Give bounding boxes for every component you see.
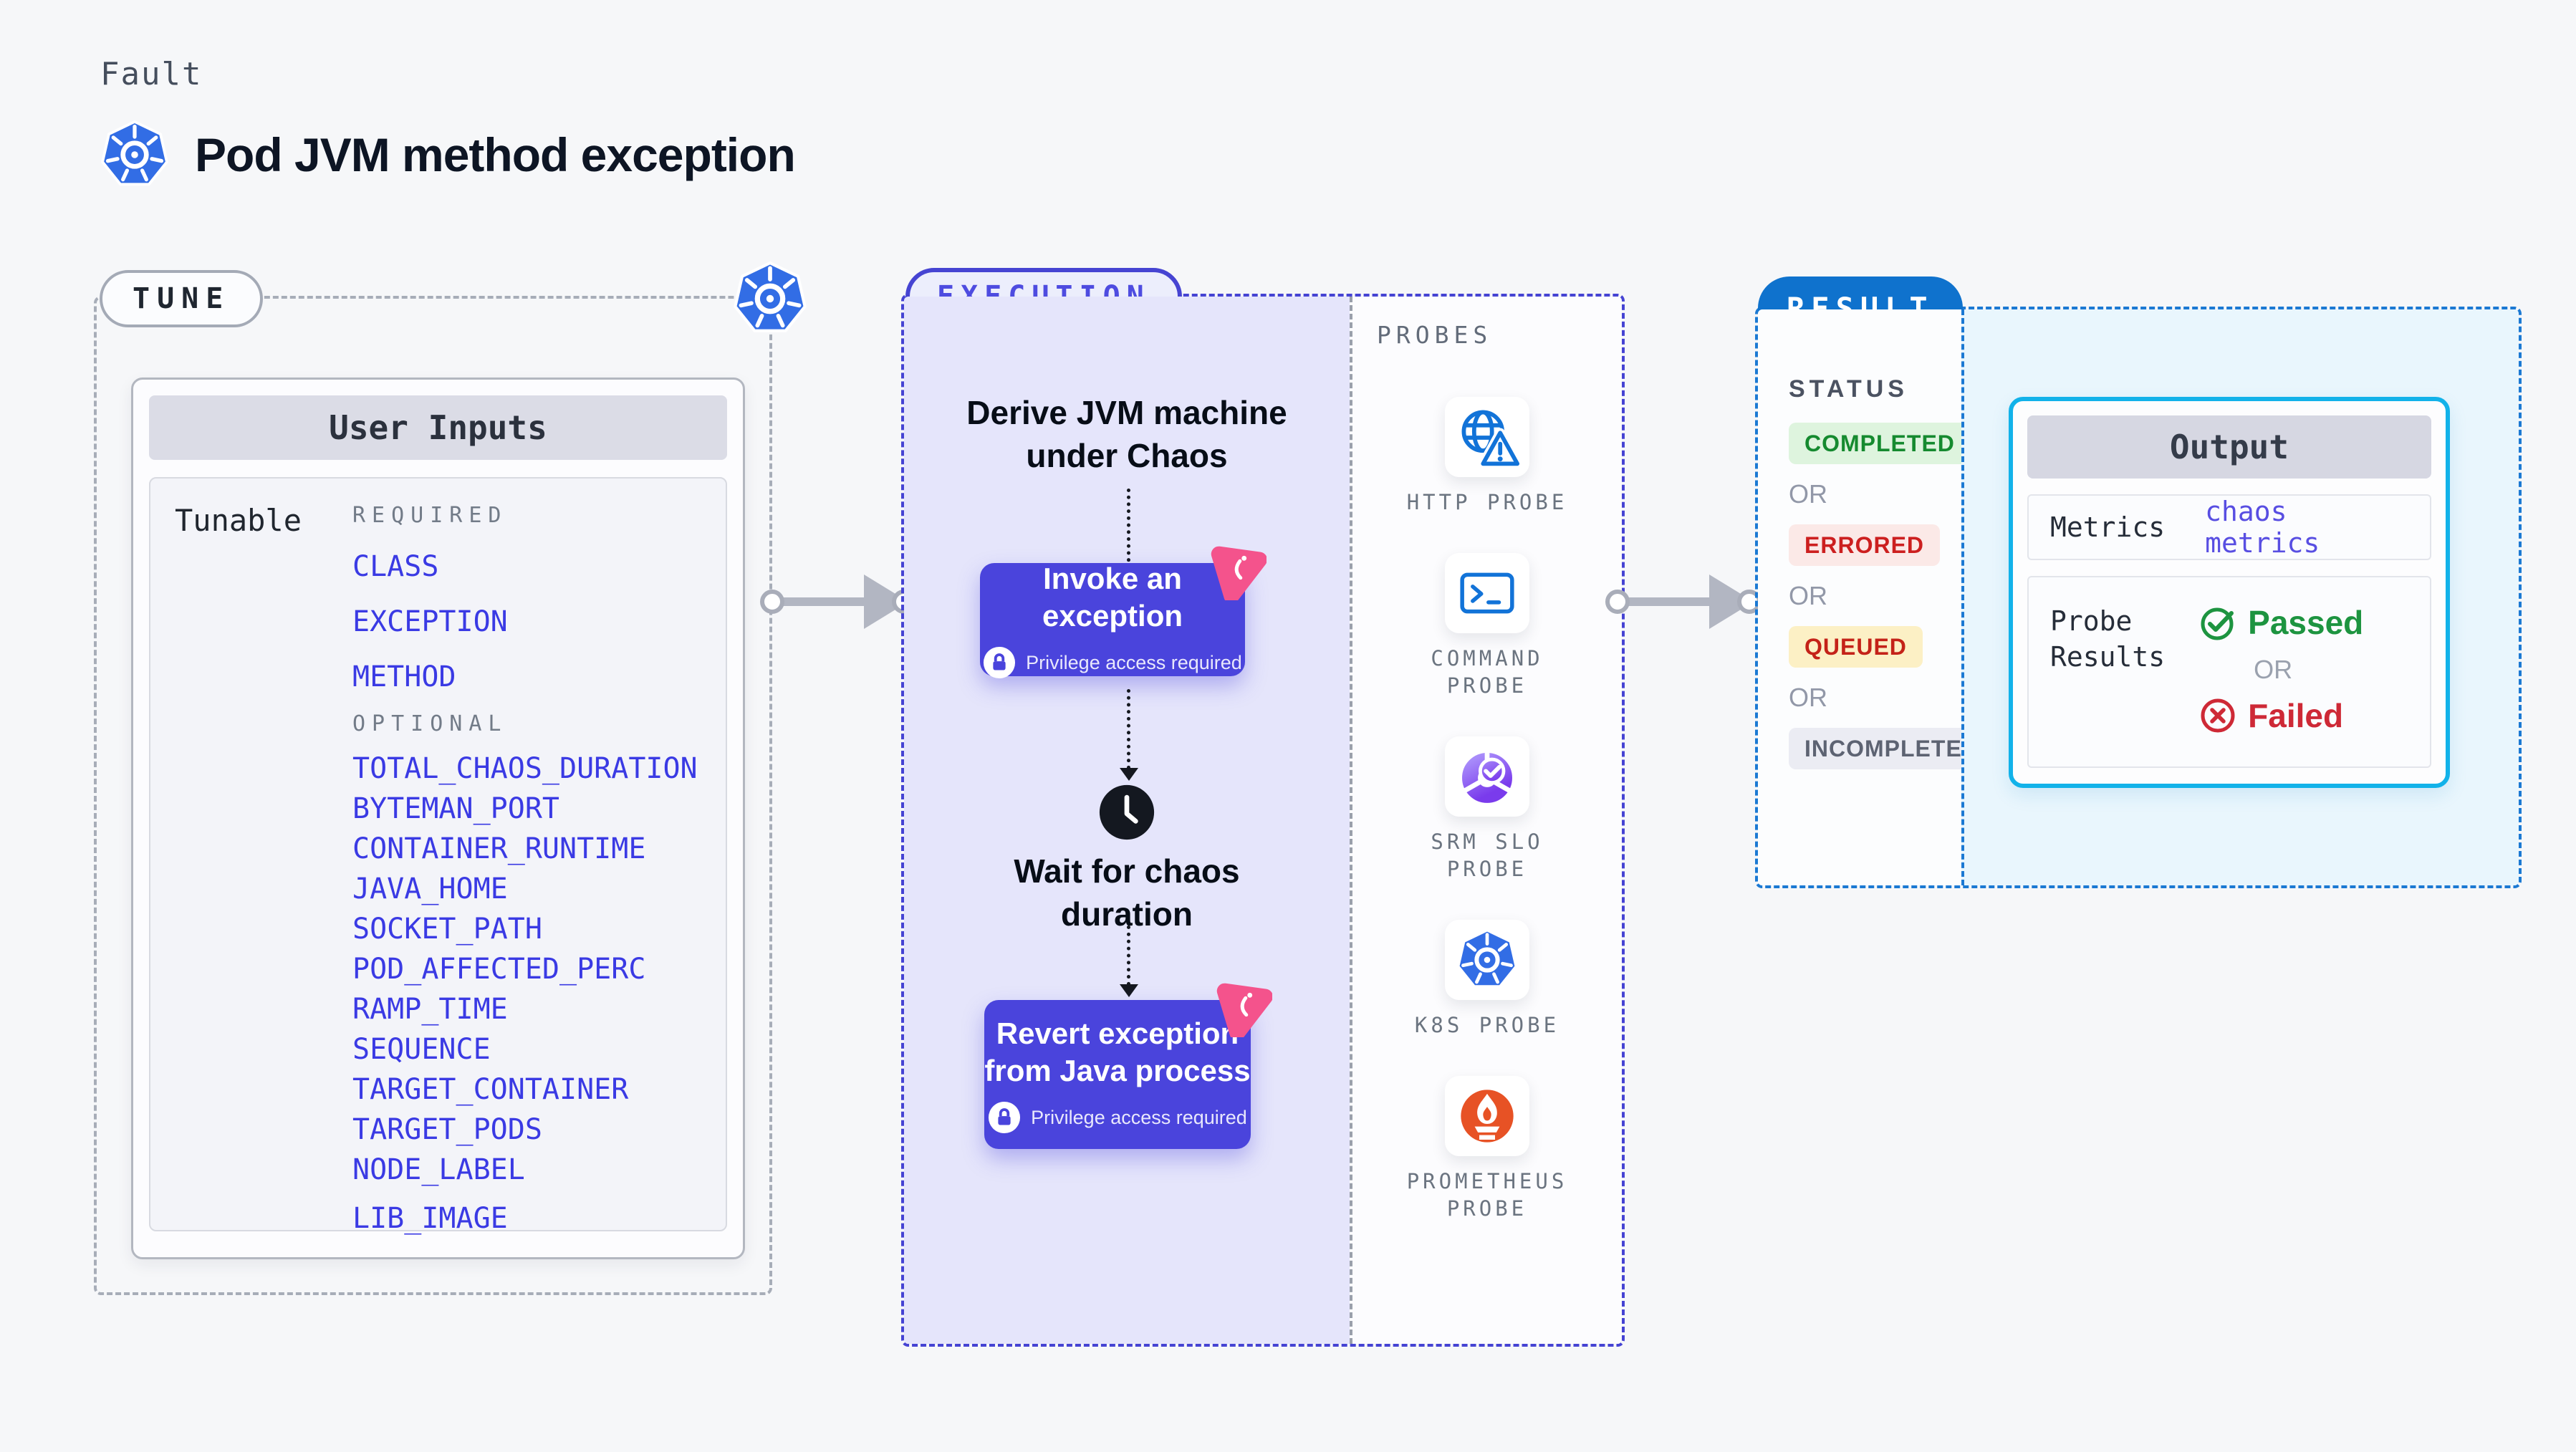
probes-heading: PROBES: [1377, 321, 1493, 349]
terminal-icon: [1460, 572, 1514, 614]
probe-results-label: Probe Results: [2050, 605, 2166, 673]
param-socket-path[interactable]: SOCKET_PATH: [352, 913, 542, 946]
param-lib-image[interactable]: LIB_IMAGE: [352, 1202, 508, 1235]
result-section: RESULT STATUS COMPLETED OR ERRORED OR QU…: [1755, 277, 2522, 888]
slo-donut-check-icon: [1461, 750, 1513, 803]
result-output-area: Output Metrics chaos metrics Probe Resul…: [1961, 309, 2519, 885]
param-exception[interactable]: EXCEPTION: [352, 605, 508, 638]
or-label: OR: [1789, 683, 1827, 712]
x-circle-icon: [2201, 698, 2235, 733]
required-group-label: REQUIRED: [352, 503, 508, 528]
page-header: Pod JVM method exception: [100, 120, 796, 189]
or-label: OR: [1789, 581, 1827, 610]
privilege-note: Privilege access required: [983, 646, 1242, 679]
param-total-chaos-duration[interactable]: TOTAL_CHAOS_DURATION: [352, 752, 698, 785]
chaos-fault-icon: [1209, 974, 1272, 1037]
probe-results-row: Probe Results Passed OR: [2027, 576, 2431, 768]
tunable-row-label: Tunable: [175, 503, 302, 538]
tune-pill: TUNE: [100, 270, 264, 327]
fault-kicker: Fault: [100, 56, 203, 92]
command-probe-card[interactable]: [1445, 553, 1529, 633]
param-node-label[interactable]: NODE_LABEL: [352, 1153, 525, 1186]
optional-group-label: OPTIONAL: [352, 711, 508, 736]
lock-icon: [988, 1101, 1022, 1134]
param-target-container[interactable]: TARGET_CONTAINER: [352, 1073, 629, 1106]
param-ramp-time[interactable]: RAMP_TIME: [352, 993, 508, 1026]
tune-to-execution-arrow: [752, 566, 924, 638]
metrics-row: Metrics chaos metrics: [2027, 494, 2431, 560]
status-list: COMPLETED OR ERRORED OR QUEUED OR INCOMP…: [1789, 423, 1995, 769]
probes-column: PROBES: [1350, 297, 1622, 1344]
execution-to-result-arrow: [1597, 566, 1769, 638]
or-label: OR: [1789, 479, 1827, 509]
derive-step-text: Derive JVM machine under Chaos: [966, 394, 1287, 474]
invoke-node-title: Invoke an exception: [1042, 562, 1183, 633]
user-inputs-card: User Inputs Tunable REQUIRED CLASS EXCEP…: [131, 378, 745, 1259]
status-badge-queued: QUEUED: [1789, 626, 1923, 668]
execution-flow-area: Derive JVM machine under Chaos Invoke an…: [904, 297, 1350, 1344]
failed-label: Failed: [2248, 697, 2344, 734]
param-java-home[interactable]: JAVA_HOME: [352, 872, 508, 905]
execution-section: EXECUTION Derive JVM machine under Chaos…: [901, 268, 1625, 1347]
chaos-metrics-link[interactable]: chaos metrics: [2205, 496, 2320, 559]
probe-label: K8S PROBE: [1414, 1013, 1560, 1037]
tunable-params-list: REQUIRED CLASS EXCEPTION METHOD OPTIONAL…: [352, 494, 698, 1236]
probe-item-k8s: K8S PROBE: [1415, 920, 1559, 1039]
output-header: Output: [2027, 415, 2431, 479]
passed-row: Passed: [2199, 603, 2363, 642]
srm-slo-probe-card[interactable]: [1445, 736, 1529, 817]
http-probe-card[interactable]: [1444, 397, 1529, 477]
privilege-note: Privilege access required: [988, 1101, 1247, 1134]
page-title: Pod JVM method exception: [195, 128, 796, 181]
lock-icon: [983, 646, 1017, 679]
status-heading: STATUS: [1789, 375, 1908, 403]
metrics-label: Metrics: [2050, 511, 2166, 543]
invoke-exception-node: Invoke an exception Privilege access req…: [980, 562, 1245, 679]
kubernetes-icon: [733, 261, 807, 336]
probe-label: HTTP PROBE: [1406, 490, 1568, 514]
param-byteman-port[interactable]: BYTEMAN_PORT: [352, 792, 559, 825]
probe-results-values: Passed OR Failed: [2199, 603, 2363, 766]
status-badge-completed: COMPLETED: [1789, 423, 1971, 464]
status-badge-incompleted: INCOMPLETED: [1789, 728, 1995, 769]
param-target-pods[interactable]: TARGET_PODS: [352, 1113, 542, 1146]
or-label: OR: [2254, 655, 2293, 684]
param-pod-affected-perc[interactable]: POD_AFFECTED_PERC: [352, 953, 646, 986]
flow-arrow-down-2: [1118, 689, 1139, 781]
globe-warning-icon: [1461, 410, 1520, 469]
check-circle-icon: [2201, 607, 2234, 640]
param-method[interactable]: METHOD: [352, 660, 456, 693]
failed-row: Failed: [2199, 696, 2363, 735]
probe-item-http: HTTP PROBE: [1407, 397, 1568, 516]
probes-list: HTTP PROBE COMMAND: [1352, 397, 1622, 1259]
revert-exception-node: Revert exception from Java process Privi…: [984, 1000, 1251, 1149]
status-badge-errored: ERRORED: [1789, 524, 1941, 566]
k8s-probe-card[interactable]: [1444, 920, 1529, 1000]
prometheus-flame-icon: [1461, 1090, 1514, 1143]
output-card: Output Metrics chaos metrics Probe Resul…: [2009, 397, 2450, 788]
kubernetes-logo: [100, 120, 169, 189]
tune-section: TUNE User Inputs Tunable REQUIRED CLASS …: [94, 296, 772, 1295]
prometheus-probe-card[interactable]: [1444, 1076, 1529, 1156]
revert-node-title: Revert exception from Java process: [984, 1016, 1251, 1087]
user-inputs-header: User Inputs: [149, 395, 727, 460]
param-container-runtime[interactable]: CONTAINER_RUNTIME: [352, 832, 646, 865]
status-column: STATUS COMPLETED OR ERRORED OR QUEUED OR…: [1758, 309, 1995, 885]
clock-icon: [1099, 784, 1155, 840]
param-sequence[interactable]: SEQUENCE: [352, 1033, 491, 1066]
passed-label: Passed: [2248, 604, 2364, 641]
chaos-fault-icon: [1203, 537, 1267, 600]
kubernetes-icon: [1456, 929, 1518, 991]
flow-arrow-down-3: [1118, 925, 1139, 997]
wait-step-text: Wait for chaos duration: [1014, 852, 1240, 933]
tunables-panel: Tunable REQUIRED CLASS EXCEPTION METHOD …: [149, 477, 727, 1235]
param-class[interactable]: CLASS: [352, 550, 439, 583]
